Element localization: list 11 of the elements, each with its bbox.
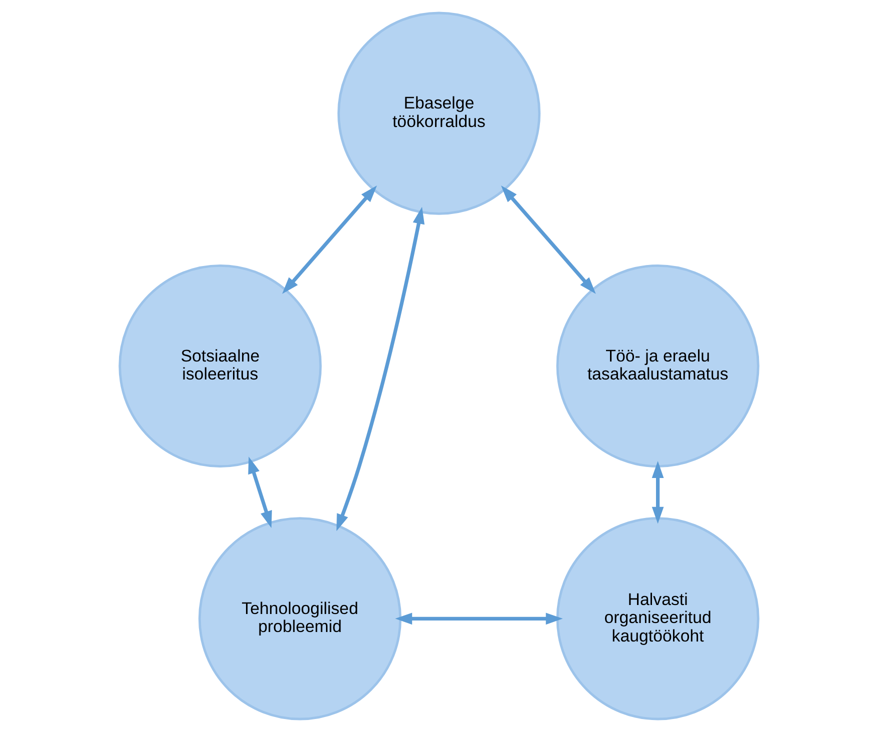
arrow: [394, 612, 562, 625]
arrow: [651, 460, 664, 524]
node-circle: Tehnoloogilised probleemid: [198, 517, 402, 720]
node-circle: Halvasti organiseeritud kaugtöökoht: [556, 517, 759, 720]
node-circle: Ebaselge töökorraldus: [336, 12, 540, 215]
node-circle: Töö- ja eraelu tasakaalustamatus: [556, 264, 759, 468]
arrow: [336, 206, 424, 532]
arrow: [500, 186, 596, 294]
arrow: [282, 186, 376, 294]
arrow: [248, 456, 272, 528]
node-circle: Sotsiaalne isoleeritus: [118, 264, 322, 468]
